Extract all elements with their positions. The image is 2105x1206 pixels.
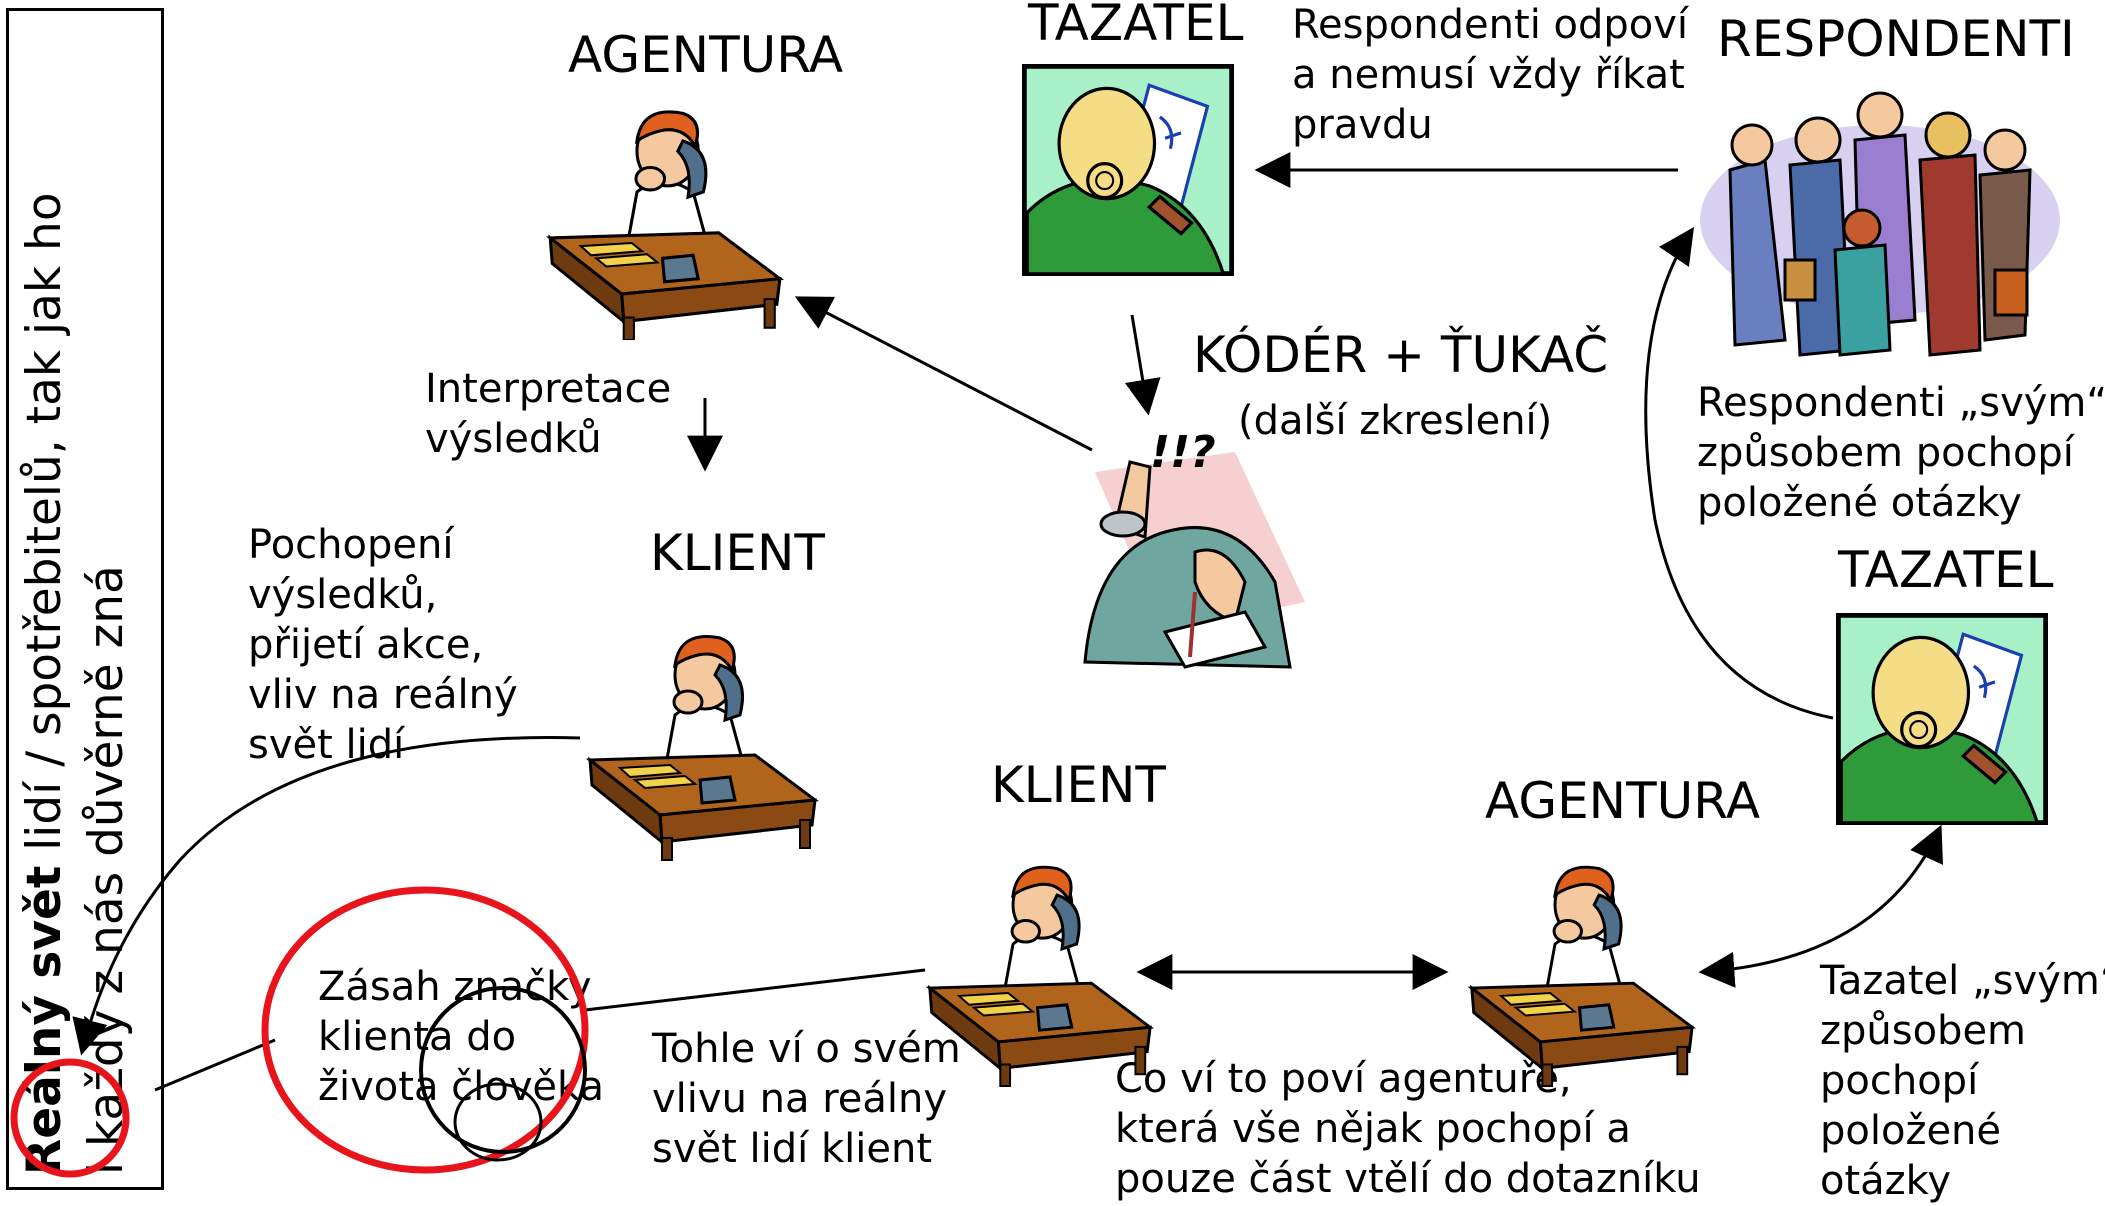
title-tazatel-top: TAZATEL <box>1028 0 1244 52</box>
respondenti-clipart <box>1700 91 2060 357</box>
caption-co-vi: Co ví to poví agentuře,která vše nějak p… <box>1115 1056 1701 1202</box>
arrow-klient-to-sidebar <box>72 736 581 1056</box>
title-koder: KÓDÉR + ŤUKAČ <box>1193 326 1609 384</box>
title-agentura-bottom: AGENTURA <box>1485 772 1761 830</box>
title-respondenti: RESPONDENTI <box>1717 10 2075 68</box>
title-agentura-top: AGENTURA <box>568 26 844 84</box>
arrow-koder-to-agentura <box>794 296 1093 452</box>
arrow-tazatel-to-koder <box>1124 314 1161 416</box>
koder-clipart: !!? <box>1083 432 1305 669</box>
arrow-agentura-tazatel <box>1698 824 1943 988</box>
koder-subtitle: (další zkreslení) <box>1238 398 1553 444</box>
title-tazatel-right: TAZATEL <box>1838 541 2054 599</box>
line-zasah-to-sidebar <box>154 1038 276 1092</box>
title-klient-mid: KLIENT <box>650 524 825 582</box>
sidebar-red-circle <box>10 1058 130 1178</box>
arrow-tazatel-to-respondenti <box>1644 227 1834 720</box>
zasah-small-circle <box>453 1082 543 1162</box>
title-klient-bottom: KLIENT <box>991 756 1166 814</box>
zasah-red-circle <box>261 886 589 1174</box>
real-world-sidebar <box>6 8 164 1190</box>
line-klient-to-zasah <box>584 968 926 1012</box>
zasah-black-circle <box>419 986 587 1154</box>
svg-text:!!?: !!? <box>1150 432 1216 478</box>
